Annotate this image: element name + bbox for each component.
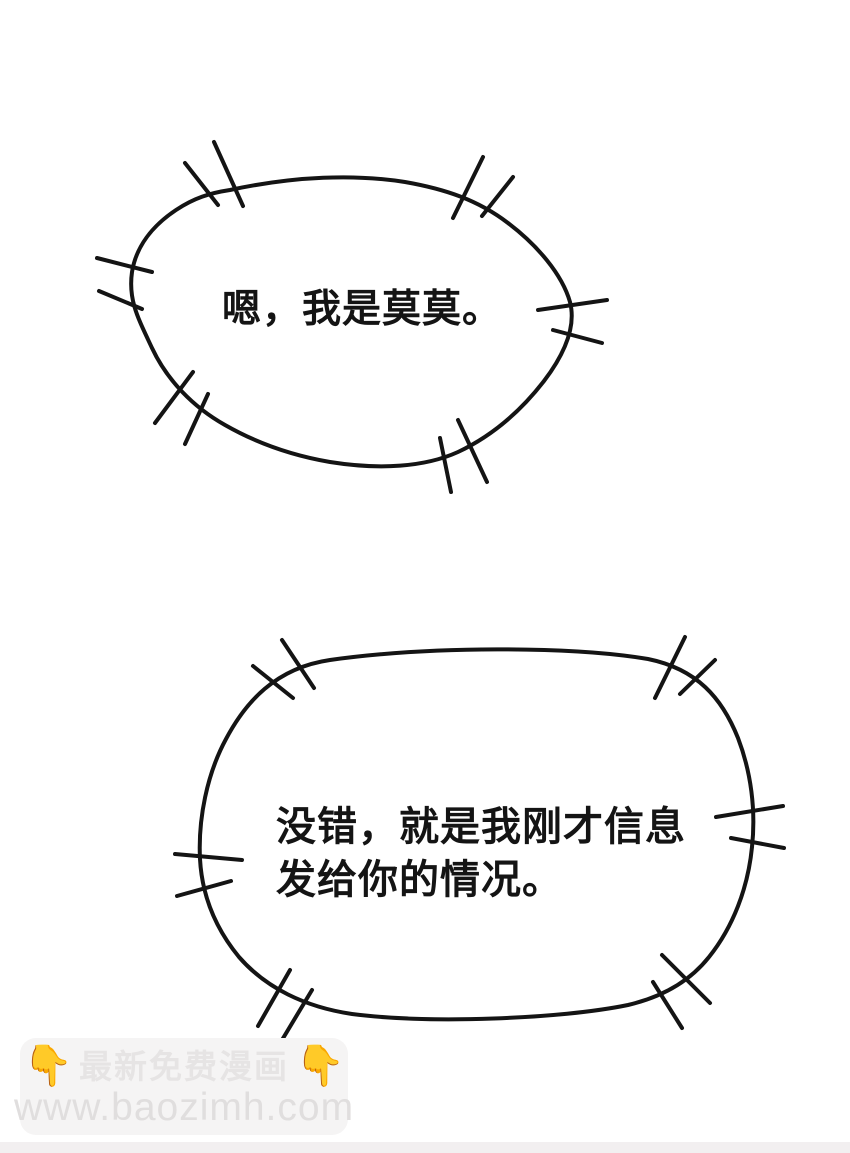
watermark-title-row: 👇 最新免费漫画 👇 [23, 1046, 345, 1086]
watermark-badge: 👇 最新免费漫画 👇 www.baozimh.com [14, 1038, 353, 1135]
tick-mark [451, 155, 485, 220]
tick-mark [456, 418, 489, 484]
tick-mark [256, 968, 292, 1028]
tick-mark [175, 879, 233, 898]
bubble-2-tick-marks [173, 635, 786, 1042]
tick-mark [480, 175, 515, 218]
bubble-2-line-1: 没错，就是我刚才信息 [276, 804, 686, 850]
tick-mark [212, 140, 245, 208]
tick-mark [173, 852, 244, 862]
tick-mark [183, 161, 220, 207]
tick-mark [153, 370, 195, 425]
bubble-2-line-2: 发给你的情况。 [276, 857, 563, 903]
tick-mark [536, 298, 609, 312]
tick-mark [251, 664, 295, 700]
tick-mark [438, 436, 453, 494]
bubble-1-text: 嗯，我是莫莫。 [222, 287, 503, 332]
watermark-title: 最新免费漫画 [79, 1046, 289, 1086]
tick-mark [280, 988, 314, 1042]
tick-mark [714, 804, 785, 819]
tick-mark [651, 980, 684, 1030]
tick-mark [653, 635, 687, 700]
bubble-1-tick-marks [95, 140, 609, 494]
tick-mark [729, 836, 786, 850]
next-panel-edge [0, 1142, 850, 1153]
tick-mark [97, 289, 144, 311]
speech-bubble-1-outline [129, 175, 574, 469]
tick-mark [280, 638, 316, 690]
watermark-url: www.baozimh.com [13, 1086, 355, 1129]
tick-mark [183, 392, 210, 446]
bubble-2-text: 没错，就是我刚才信息 发给你的情况。 [276, 801, 686, 907]
tick-mark [678, 658, 717, 696]
tick-mark [551, 328, 604, 345]
speech-bubble-2-outline [197, 647, 756, 1022]
pointing-down-emoji-left: 👇 [23, 1043, 73, 1089]
tick-mark [95, 256, 154, 274]
tick-mark [660, 953, 712, 1005]
pointing-down-emoji-right: 👇 [295, 1043, 345, 1089]
